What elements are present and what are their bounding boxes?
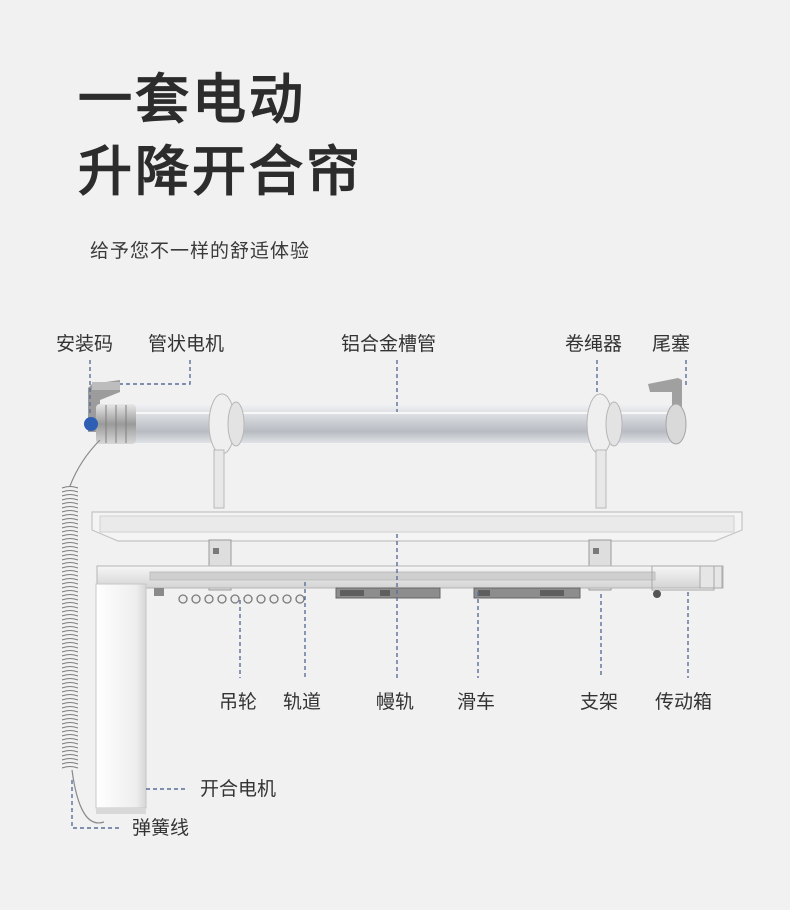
label-hanging-wheel: 吊轮 xyxy=(219,691,258,713)
label-gear-box: 传动箱 xyxy=(655,691,713,713)
gear-box-screw xyxy=(653,590,661,598)
spring-wire xyxy=(61,439,105,824)
label-track: 轨道 xyxy=(283,691,322,713)
title-line-2: 升降开合帘 xyxy=(78,140,363,203)
header-board xyxy=(91,511,743,542)
label-bracket: 支架 xyxy=(580,691,619,713)
rope-winder-left xyxy=(208,393,245,509)
rope-winder-right xyxy=(586,393,623,509)
title-line-1: 一套电动 xyxy=(78,68,306,131)
label-install-code: 安装码 xyxy=(56,333,114,355)
install-code-dot xyxy=(84,417,98,431)
left-mount-plate xyxy=(92,382,120,390)
aluminum-tube xyxy=(112,405,678,443)
end-plug xyxy=(665,403,687,445)
label-end-plug: 尾塞 xyxy=(652,333,691,355)
opening-motor xyxy=(95,583,147,814)
overlap-rail-slider xyxy=(335,587,441,599)
label-opening-motor: 开合电机 xyxy=(200,778,277,800)
label-aluminum-tube: 铝合金槽管 xyxy=(341,333,437,355)
label-spring-wire: 弹簧线 xyxy=(132,817,190,839)
roller-tube-assembly xyxy=(84,378,687,509)
subtitle: 给予您不一样的舒适体验 xyxy=(90,240,311,262)
label-pulley: 滑车 xyxy=(457,691,496,713)
leader-lines xyxy=(71,360,689,829)
label-overlap-rail: 幔轨 xyxy=(376,691,415,713)
label-rope-winder: 卷绳器 xyxy=(565,333,623,355)
pulley-slider xyxy=(473,587,581,599)
curtain-track xyxy=(96,565,724,591)
hanging-wheels xyxy=(154,588,305,604)
label-tubular-motor: 管状电机 xyxy=(148,333,225,355)
